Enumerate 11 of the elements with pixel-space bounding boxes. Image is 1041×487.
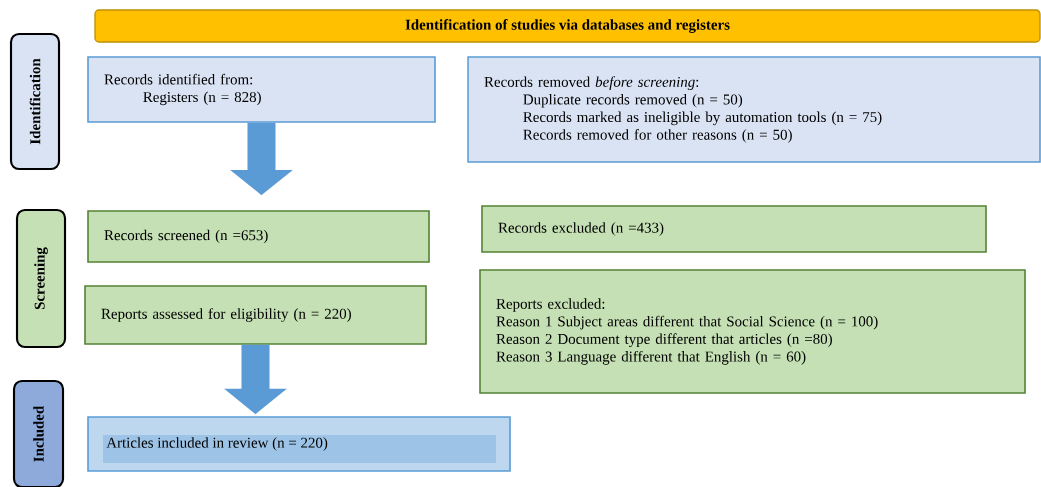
process-box: Articles included in review (n = 220) bbox=[87, 416, 511, 472]
phase-label: Screening bbox=[15, 208, 67, 349]
process-box: Records identified from: Registers (n = 828) bbox=[87, 56, 436, 123]
process-box: Reports assessed for eligibility (n = 220) bbox=[84, 285, 427, 345]
phase-label: Included bbox=[12, 379, 65, 487]
process-box: Records excluded (n =433) bbox=[481, 205, 987, 253]
phase-label: Identification bbox=[9, 32, 61, 171]
process-box: Records removed before screening: Duplicate records removed (n = 50) Records marked as ineligible by automation tools (n = 75) Records removed for other reasons (n = 50) bbox=[467, 56, 1041, 163]
process-box: Records screened (n =653) bbox=[87, 210, 430, 263]
header-band: Identification of studies via databases and registers bbox=[94, 9, 1041, 43]
process-box: Reports excluded: Reason 1 Subject areas different that Social Science (n = 100) Reason 2 Document type different that articles (n =80) Reason 3 Language different that English (n = 60) bbox=[479, 269, 1026, 394]
